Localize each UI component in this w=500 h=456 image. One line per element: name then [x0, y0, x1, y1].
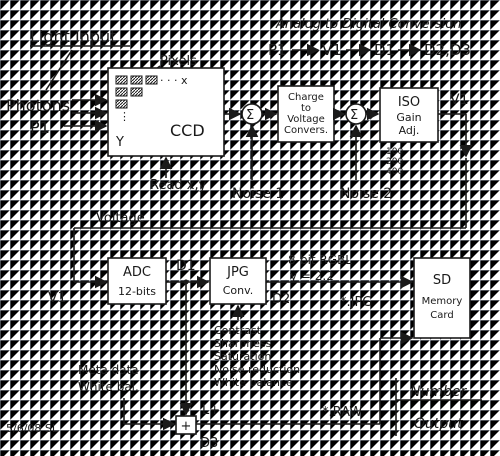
- adc-title: ADC: [123, 265, 151, 280]
- jpg-title: JPG: [226, 265, 249, 280]
- v1-left-label: V1: [48, 290, 66, 306]
- pixels-label: Pixels: [160, 54, 197, 69]
- pixel-cell: [115, 75, 128, 85]
- pixel-cell: [130, 87, 143, 97]
- sd-memory-card-box: [413, 257, 471, 339]
- photons-label: Photons: [6, 96, 70, 115]
- charge-line-3: Voltage: [287, 114, 325, 125]
- charge-to-voltage-box: [277, 85, 335, 143]
- pixel-cell: [130, 75, 143, 85]
- pixel-cell: [145, 75, 158, 85]
- jpg-sub: Conv.: [223, 284, 254, 297]
- iso-value-200: 200: [386, 157, 403, 167]
- setting-noise-reduction: Noise reduction: [214, 363, 300, 376]
- v1-right-label: V1: [450, 92, 468, 108]
- iso-value-100: 100: [386, 147, 403, 157]
- read-xy-label: Read x,y: [150, 178, 207, 193]
- chain-d1: D1: [374, 41, 395, 59]
- rgb-line-1: 8-bit RGBL: [288, 253, 352, 267]
- ccd-y-label: Y: [115, 135, 124, 150]
- iso-gain-box: [379, 87, 439, 143]
- date-signature: 5/6/08 SL: [6, 422, 59, 435]
- iso-line-1: Gain: [396, 111, 421, 124]
- voltage-label: Voltage: [96, 211, 145, 226]
- plus-symbol: +: [181, 419, 192, 434]
- sd-line-2: Card: [430, 310, 453, 321]
- ccd-col-dots: ⋮: [119, 110, 130, 123]
- setting-saturation: Saturation: [214, 350, 271, 363]
- ccd-row-dots: · · · x: [160, 74, 188, 87]
- noise2-label: Noise 2: [340, 186, 392, 202]
- title: Analog to Digital Conversion: [275, 17, 461, 32]
- adc-box: [107, 257, 167, 305]
- iso-line-2: Adj.: [399, 124, 420, 137]
- jpg-conv-box: [209, 257, 267, 305]
- jpg-file-label: *.JPG: [340, 295, 372, 310]
- charge-line-4: Convers.: [284, 125, 328, 136]
- sd-title: SD: [433, 273, 451, 288]
- setting-white-balance: White balance: [214, 376, 293, 389]
- meta-line-1: Meta data: [78, 363, 139, 377]
- number-label: Number: [410, 384, 467, 400]
- d1-label: D1: [176, 258, 196, 274]
- sum-symbol-2: Σ: [350, 108, 358, 123]
- light-input-pointer: [45, 49, 73, 91]
- pixel-cell: [115, 87, 128, 97]
- rgb-line-2: γ = 2.2: [290, 269, 334, 283]
- combine-box: [175, 415, 197, 435]
- sd-line-1: Memory: [422, 296, 463, 307]
- d3-label: D3: [200, 436, 218, 451]
- pixel-cell: [115, 99, 128, 109]
- noise1-label: Noise 1: [232, 186, 284, 202]
- charge-line-2: to: [301, 103, 311, 114]
- chain-d2d3: D2,D3: [424, 41, 471, 59]
- raw-file-label: *.RAW: [322, 405, 362, 420]
- light-input-label: Light Input: [30, 27, 116, 46]
- iso-value-400: 400: [386, 167, 403, 177]
- setting-contrast: Contrast: [214, 324, 262, 337]
- ccd-label: CCD: [170, 121, 205, 140]
- l-plus-label: L+: [202, 403, 220, 418]
- adc-bits: 12-bits: [118, 285, 156, 298]
- sum-symbol-1: Σ: [246, 108, 254, 123]
- iso-title: ISO: [398, 95, 420, 110]
- charge-line-1: Charge: [288, 92, 324, 103]
- meta-line-2: White bal.: [78, 380, 139, 394]
- setting-sharpness: Sharpness: [214, 337, 272, 350]
- p1-label: P1: [30, 118, 50, 137]
- d2-label: D2: [272, 292, 290, 307]
- output-label: Output: [414, 416, 463, 432]
- chain-p1: P1: [268, 41, 287, 59]
- chain-v1: V1: [322, 41, 342, 59]
